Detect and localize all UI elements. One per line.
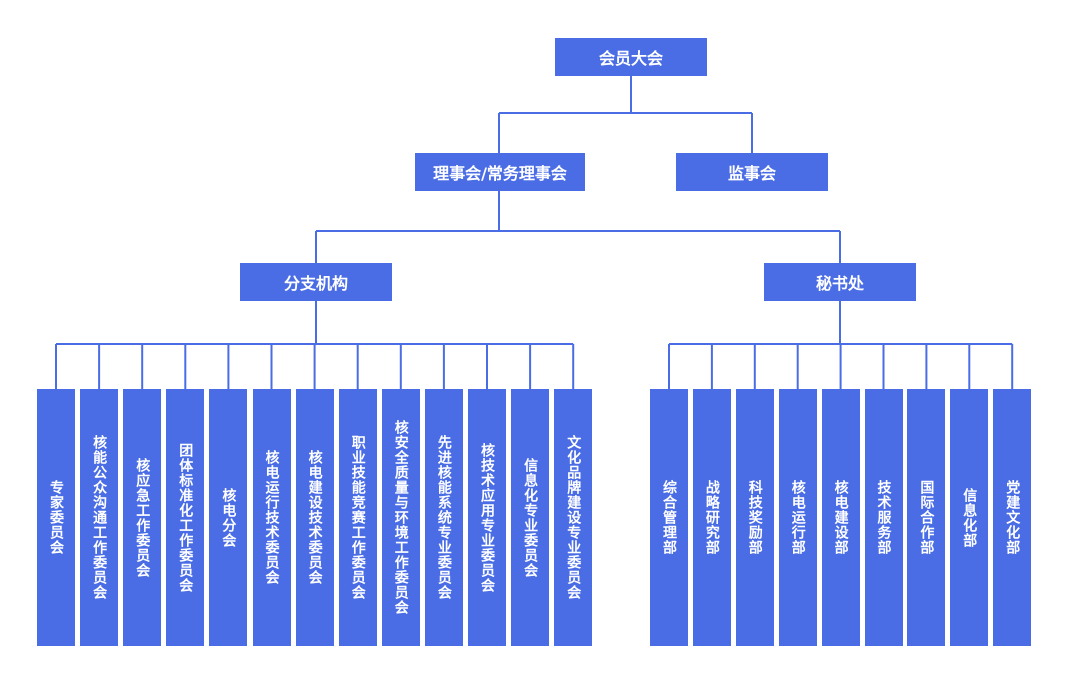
- committee-label: 信息化专业委员会: [522, 457, 539, 578]
- committee-node: 核电运行技术委员会: [252, 389, 291, 646]
- department-label: 党建文化部: [1004, 480, 1021, 555]
- committee-label: 先进核能系统专业委员会: [435, 435, 452, 600]
- committee-label: 核电建设技术委员会: [306, 450, 323, 585]
- node-supervisory-board: 监事会: [676, 153, 828, 191]
- department-node: 党建文化部: [993, 389, 1032, 646]
- department-node: 战略研究部: [692, 389, 731, 646]
- committee-node: 核能公众沟通工作委员会: [80, 389, 119, 646]
- committee-node: 专家委员会: [37, 389, 75, 646]
- department-node: 技术服务部: [864, 389, 903, 646]
- department-node: 核电建设部: [821, 389, 860, 646]
- committee-label: 核电分会: [220, 487, 237, 548]
- department-node: 综合管理部: [650, 389, 688, 646]
- node-branches: 分支机构: [240, 263, 392, 301]
- department-label: 核电运行部: [789, 480, 806, 555]
- committee-label: 核应急工作委员会: [134, 457, 151, 578]
- committee-node: 信息化专业委员会: [511, 389, 550, 646]
- department-node: 核电运行部: [778, 389, 817, 646]
- node-council: 理事会/常务理事会: [415, 153, 585, 191]
- department-label: 核电建设部: [832, 480, 849, 555]
- committee-label: 文化品牌建设专业委员会: [565, 435, 582, 600]
- committee-node: 先进核能系统专业委员会: [424, 389, 463, 646]
- department-label: 科技奖励部: [746, 480, 763, 555]
- department-label: 国际合作部: [918, 480, 935, 555]
- committee-node: 核技术应用专业委员会: [468, 389, 506, 646]
- committee-node: 核电分会: [209, 389, 248, 646]
- department-label: 综合管理部: [661, 480, 677, 555]
- department-node: 科技奖励部: [735, 389, 774, 646]
- committee-label: 核电运行技术委员会: [263, 450, 280, 585]
- committee-label: 职业技能竞赛工作委员会: [349, 435, 366, 600]
- committee-node: 核安全质量与环境工作委员会: [381, 389, 420, 646]
- department-label: 战略研究部: [703, 480, 720, 555]
- committee-node: 文化品牌建设专业委员会: [554, 389, 593, 646]
- department-node: 信息化部: [950, 389, 989, 646]
- department-node: 国际合作部: [907, 389, 946, 646]
- committee-node: 核应急工作委员会: [123, 389, 162, 646]
- committee-label: 核能公众沟通工作委员会: [91, 435, 108, 600]
- committee-node: 团体标准化工作委员会: [166, 389, 205, 646]
- committee-node: 职业技能竞赛工作委员会: [338, 389, 377, 646]
- committee-node: 核电建设技术委员会: [295, 389, 334, 646]
- committee-label: 专家委员会: [48, 480, 64, 555]
- node-secretariat: 秘书处: [764, 263, 916, 301]
- department-label: 信息化部: [961, 487, 978, 548]
- committee-label: 核技术应用专业委员会: [479, 442, 495, 593]
- committee-label: 核安全质量与环境工作委员会: [392, 420, 409, 615]
- department-label: 技术服务部: [875, 480, 892, 555]
- committee-label: 团体标准化工作委员会: [177, 442, 194, 593]
- node-general-assembly: 会员大会: [555, 38, 707, 76]
